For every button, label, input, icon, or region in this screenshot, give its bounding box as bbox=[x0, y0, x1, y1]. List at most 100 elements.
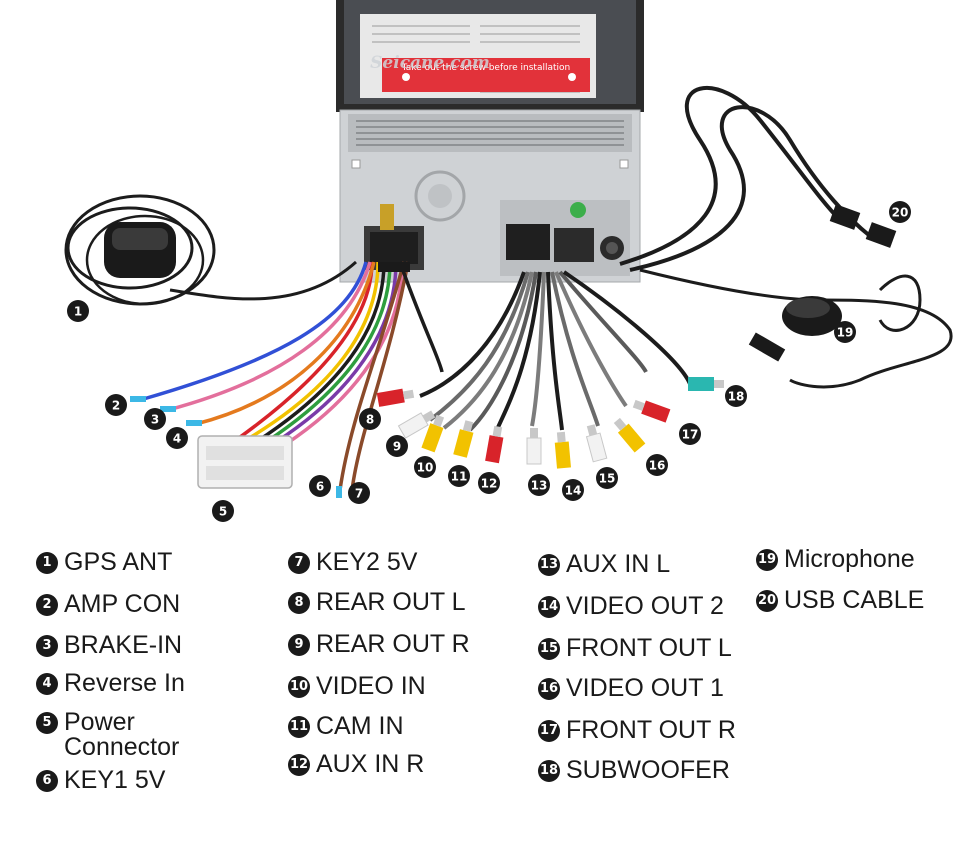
legend-label: VIDEO IN bbox=[316, 672, 426, 700]
legend-label: REAR OUT L bbox=[316, 588, 466, 616]
legend-number-badge: 1 bbox=[36, 552, 58, 574]
legend-label: AUX IN L bbox=[566, 550, 671, 578]
legend-label: FRONT OUT L bbox=[566, 634, 732, 662]
microphone bbox=[639, 268, 953, 389]
rca-plug-9 bbox=[397, 410, 436, 439]
svg-text:6: 6 bbox=[316, 480, 324, 494]
legend-item-18: 18 SUBWOOFER bbox=[538, 758, 730, 783]
svg-text:5: 5 bbox=[219, 505, 227, 519]
svg-text:18: 18 bbox=[728, 390, 745, 404]
legend-label: GPS ANT bbox=[64, 548, 173, 576]
svg-text:12: 12 bbox=[481, 477, 498, 491]
callout-18: 18 bbox=[725, 385, 747, 407]
legend-number-badge: 4 bbox=[36, 673, 58, 695]
legend-label: Microphone bbox=[784, 545, 915, 573]
legend-number-badge: 16 bbox=[538, 678, 560, 700]
svg-text:20: 20 bbox=[892, 206, 909, 220]
head-unit: Take out the screw before installation S… bbox=[336, 0, 644, 283]
callout-14: 14 bbox=[562, 479, 584, 501]
gps-antenna bbox=[64, 194, 357, 306]
legend-number-badge: 3 bbox=[36, 635, 58, 657]
legend-number-badge: 2 bbox=[36, 594, 58, 616]
svg-text:17: 17 bbox=[682, 428, 699, 442]
usb-cable bbox=[619, 86, 872, 272]
rca-plug-10 bbox=[421, 414, 445, 453]
usb-plug-a bbox=[829, 204, 861, 230]
legend-label: Power Connector bbox=[64, 708, 180, 761]
callout-7: 7 bbox=[348, 482, 370, 504]
svg-text:4: 4 bbox=[173, 432, 181, 446]
legend-item-14: 14 VIDEO OUT 2 bbox=[538, 594, 724, 619]
legend-number-badge: 20 bbox=[756, 590, 778, 612]
svg-text:16: 16 bbox=[649, 459, 666, 473]
wire-harness bbox=[139, 261, 444, 491]
callout-2: 2 bbox=[105, 394, 127, 416]
legend-number-badge: 12 bbox=[288, 754, 310, 776]
legend-number-badge: 8 bbox=[288, 592, 310, 614]
legend-label: AMP CON bbox=[64, 590, 181, 618]
legend-item-16: 16 VIDEO OUT 1 bbox=[538, 676, 724, 701]
callout-5: 5 bbox=[212, 500, 234, 522]
legend-item-17: 17 FRONT OUT R bbox=[538, 718, 736, 743]
svg-text:9: 9 bbox=[393, 440, 401, 454]
svg-text:3: 3 bbox=[151, 413, 159, 427]
rca-plug-12 bbox=[485, 425, 504, 464]
legend-label: USB CABLE bbox=[784, 586, 925, 614]
legend-label: VIDEO OUT 2 bbox=[566, 592, 724, 620]
svg-text:19: 19 bbox=[837, 326, 854, 340]
rca-plug-13 bbox=[526, 428, 542, 465]
legend-number-badge: 15 bbox=[538, 638, 560, 660]
callout-17: 17 bbox=[679, 423, 701, 445]
callout-1: 1 bbox=[67, 300, 89, 322]
legend-label: KEY2 5V bbox=[316, 548, 418, 576]
legend-item-4: 4 Reverse In bbox=[36, 671, 185, 696]
legend-number-badge: 17 bbox=[538, 720, 560, 742]
legend-number-badge: 19 bbox=[756, 549, 778, 571]
legend-item-2: 2 AMP CON bbox=[36, 592, 180, 617]
legend-number-badge: 6 bbox=[36, 770, 58, 792]
legend-number-badge: 5 bbox=[36, 712, 58, 734]
warning-sticker bbox=[382, 58, 590, 92]
legend-label: VIDEO OUT 1 bbox=[566, 674, 724, 702]
svg-text:2: 2 bbox=[112, 399, 120, 413]
callout-8: 8 bbox=[359, 408, 381, 430]
svg-text:10: 10 bbox=[417, 461, 434, 475]
callout-3: 3 bbox=[144, 408, 166, 430]
legend-label: SUBWOOFER bbox=[566, 756, 730, 784]
callout-4: 4 bbox=[166, 427, 188, 449]
legend-label: FRONT OUT R bbox=[566, 716, 736, 744]
rca-plug-8 bbox=[376, 388, 415, 407]
legend-item-20: 20 USB CABLE bbox=[756, 588, 924, 613]
svg-text:1: 1 bbox=[74, 305, 82, 319]
svg-text:11: 11 bbox=[451, 470, 468, 484]
power-connector bbox=[197, 435, 293, 489]
legend-item-13: 13 AUX IN L bbox=[538, 552, 670, 577]
usb-plug-b bbox=[865, 222, 897, 248]
rca-plug-16 bbox=[613, 417, 646, 453]
callout-15: 15 bbox=[596, 467, 618, 489]
rca-plug-14 bbox=[554, 431, 571, 469]
legend-label: BRAKE-IN bbox=[64, 631, 183, 659]
legend-number-badge: 14 bbox=[538, 596, 560, 618]
legend-number-badge: 11 bbox=[288, 716, 310, 738]
legend-item-8: 8 REAR OUT L bbox=[288, 590, 466, 615]
svg-text:15: 15 bbox=[599, 472, 616, 486]
svg-text:8: 8 bbox=[366, 413, 374, 427]
legend-number-badge: 9 bbox=[288, 634, 310, 656]
rca-plug-15 bbox=[585, 424, 608, 463]
legend-item-5: 5 Power Connector bbox=[36, 710, 179, 760]
callout-10: 10 bbox=[414, 456, 436, 478]
rca-plug-11 bbox=[453, 420, 474, 458]
callout-6: 6 bbox=[309, 475, 331, 497]
callout-12: 12 bbox=[478, 472, 500, 494]
legend-label: Reverse In bbox=[64, 669, 185, 697]
legend-number-badge: 18 bbox=[538, 760, 560, 782]
legend-number-badge: 13 bbox=[538, 554, 560, 576]
legend-item-19: 19 Microphone bbox=[756, 547, 915, 572]
